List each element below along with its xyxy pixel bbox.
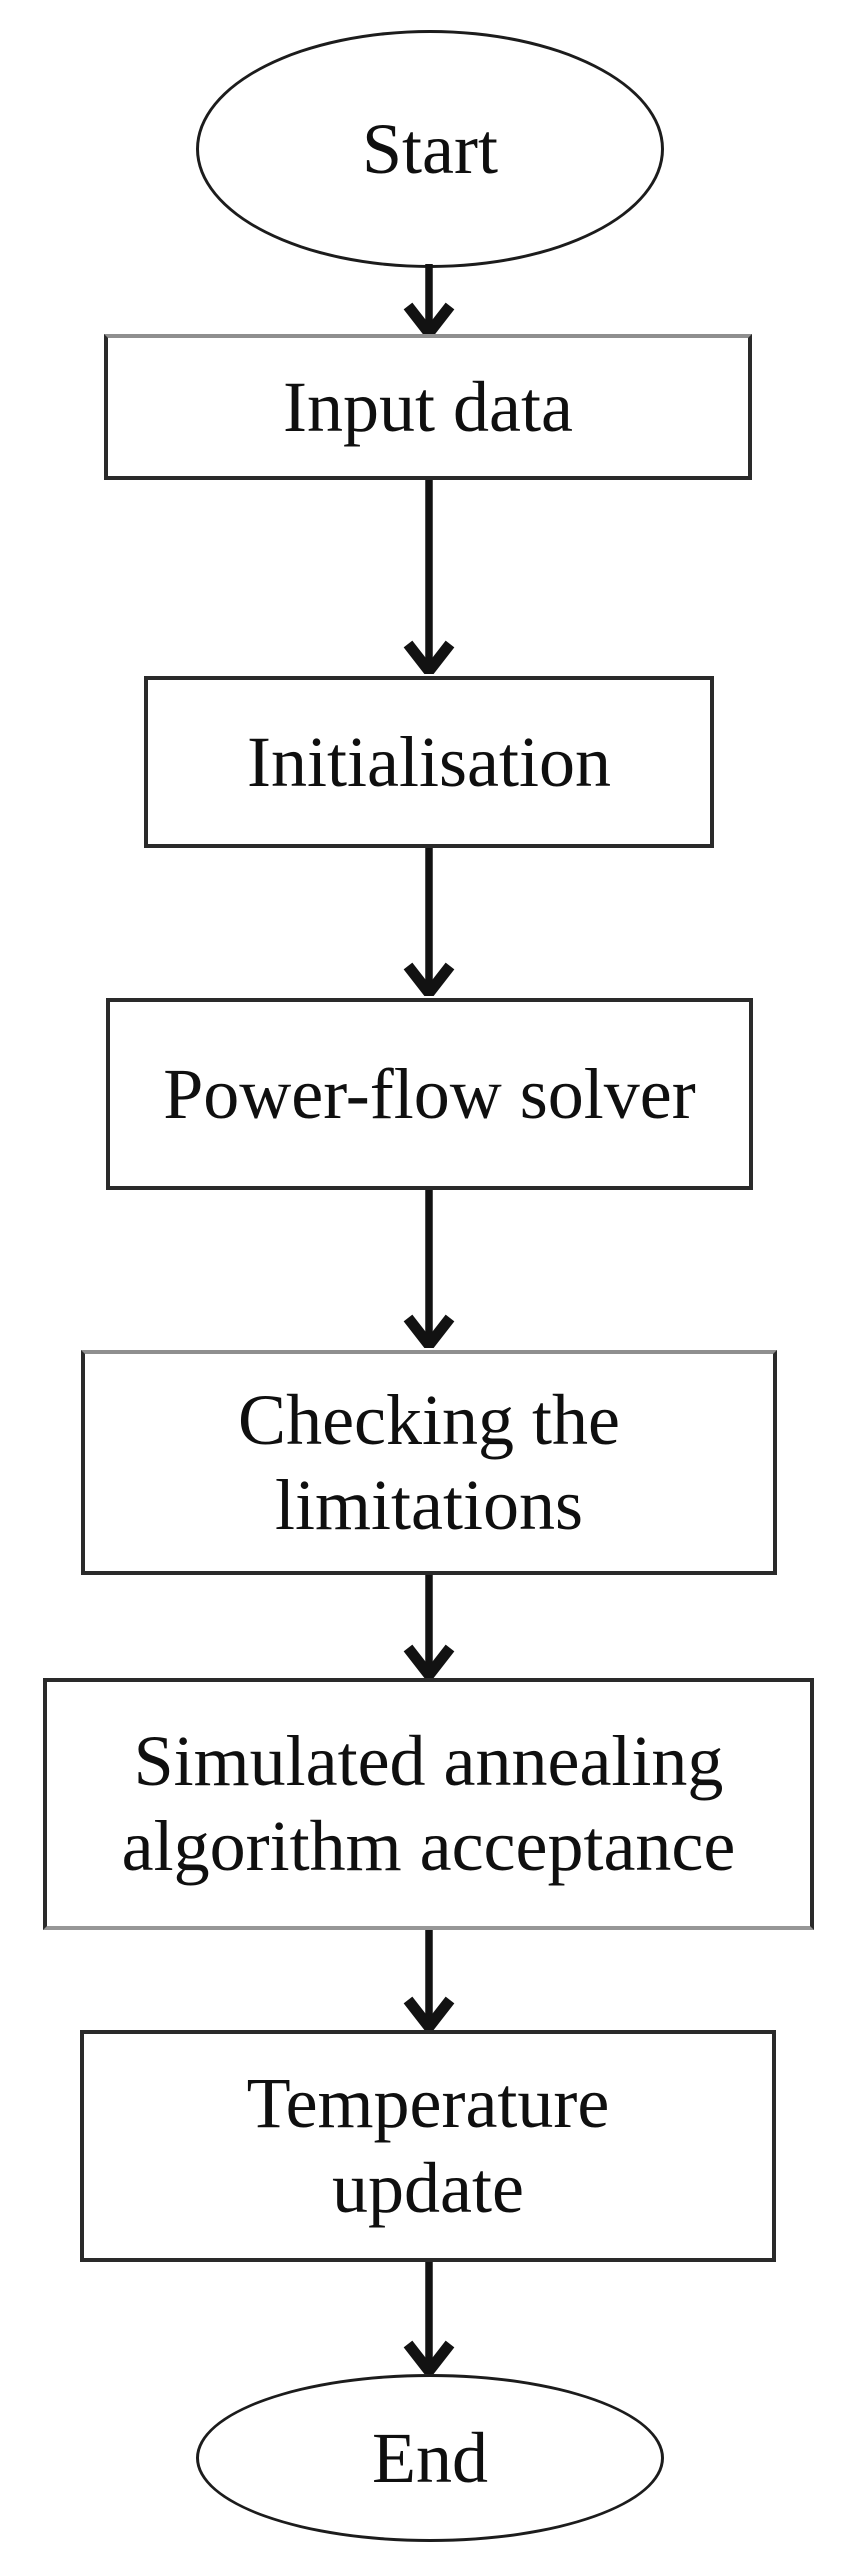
node-simulated-annealing-acceptance: Simulated annealing algorithm acceptance xyxy=(43,1678,814,1930)
node-start-label: Start xyxy=(362,108,498,189)
flow-arrow-temperature-to-end xyxy=(403,2262,455,2374)
node-initialisation: Initialisation xyxy=(144,676,714,848)
node-input-data: Input data xyxy=(104,334,752,480)
node-power-flow-solver: Power-flow solver xyxy=(106,998,753,1190)
flow-arrow-initialisation-to-power-flow xyxy=(403,848,455,996)
node-end: End xyxy=(196,2374,664,2542)
node-checking-the-limitations: Checking the limitations xyxy=(81,1350,777,1575)
node-start: Start xyxy=(196,30,664,268)
node-input-data-label: Input data xyxy=(283,366,573,447)
flow-arrow-input-to-initialisation xyxy=(403,480,455,674)
node-temperature-update-label: Temperature update xyxy=(246,2063,610,2228)
flow-arrow-checking-to-simulated-annealing xyxy=(403,1575,455,1678)
node-temperature-update: Temperature update xyxy=(80,2030,776,2262)
flow-arrow-start-to-input xyxy=(403,264,455,336)
node-checking-the-limitations-label: Checking the limitations xyxy=(238,1379,620,1545)
node-initialisation-label: Initialisation xyxy=(247,721,611,802)
node-power-flow-solver-label: Power-flow solver xyxy=(163,1053,696,1134)
flow-arrow-simulated-annealing-to-temperature xyxy=(403,1930,455,2030)
node-simulated-annealing-acceptance-label: Simulated annealing algorithm acceptance xyxy=(121,1721,736,1886)
flow-arrow-power-flow-to-checking xyxy=(403,1190,455,1348)
node-end-label: End xyxy=(372,2417,488,2498)
